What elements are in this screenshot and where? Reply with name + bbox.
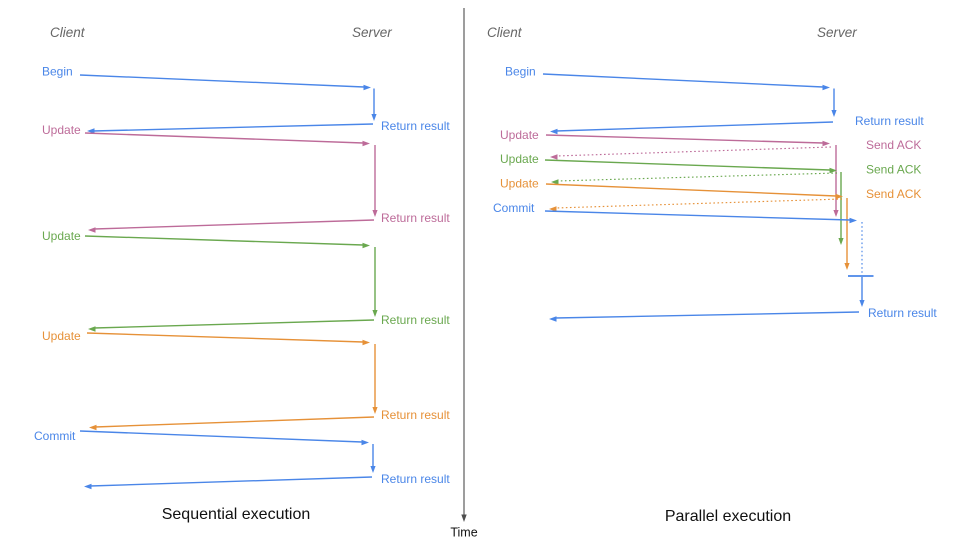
return-line: [554, 311, 860, 319]
left-update1-result-label: Return result: [381, 211, 450, 225]
send-arrowhead: [362, 140, 370, 147]
exec-arrowhead: [859, 300, 865, 307]
return-line: [555, 121, 834, 132]
right-begin-result-label: Return result: [855, 114, 924, 128]
return-arrowhead: [88, 326, 96, 332]
return-line: [93, 219, 375, 230]
right-update3-label: Update: [500, 177, 539, 191]
return-arrowhead: [88, 227, 96, 233]
return-line: [94, 416, 375, 428]
right-commit-result-label: Return result: [868, 306, 937, 320]
return-line: [92, 123, 374, 132]
exec-arrowhead: [831, 110, 837, 117]
send-arrowhead: [835, 193, 843, 200]
right-commit-label: Commit: [493, 201, 535, 215]
return-arrowhead: [84, 483, 92, 490]
exec-arrowhead: [844, 263, 850, 270]
left-message-update3: [86, 332, 378, 431]
left-message-update1: [84, 132, 378, 233]
return-line: [89, 476, 373, 487]
return-arrowhead: [550, 128, 558, 135]
ack-line: [555, 146, 832, 157]
ack-line: [556, 172, 838, 182]
send-arrowhead: [829, 167, 837, 174]
return-arrowhead: [87, 128, 95, 134]
exec-arrowhead: [372, 310, 378, 317]
right-update1-label: Update: [500, 128, 539, 142]
right-update2-label: Update: [500, 152, 539, 166]
right-server-header: Server: [817, 25, 857, 40]
right-update1-ack-label: Send ACK: [866, 138, 921, 152]
send-arrowhead: [849, 217, 857, 224]
ack-arrowhead: [550, 154, 558, 160]
left-update2-result-label: Return result: [381, 313, 450, 327]
exec-arrowhead: [833, 210, 839, 217]
send-line: [79, 74, 365, 88]
return-arrowhead: [549, 316, 557, 322]
right-begin-label: Begin: [505, 65, 536, 79]
send-line: [542, 73, 824, 88]
ack-line: [554, 198, 843, 209]
send-line: [544, 210, 851, 221]
right-message-commit: [544, 210, 874, 322]
right-message-update3: [545, 183, 850, 270]
send-arrowhead: [822, 140, 830, 147]
ack-arrowhead: [549, 206, 557, 212]
right-message-update2: [544, 159, 844, 245]
send-line: [544, 159, 831, 171]
left-commit-label: Commit: [34, 429, 76, 443]
send-arrowhead: [363, 84, 371, 91]
right-client-header: Client: [487, 25, 523, 40]
send-arrowhead: [362, 339, 370, 346]
time-axis-arrowhead: [461, 514, 467, 522]
send-arrowhead: [361, 439, 369, 446]
exec-arrowhead: [371, 114, 377, 121]
left-update1-label: Update: [42, 123, 81, 137]
left-message-begin: [79, 74, 377, 134]
send-line: [84, 132, 364, 144]
left-message-update2: [84, 235, 378, 332]
left-message-commit: [79, 430, 376, 490]
left-begin-result-label: Return result: [381, 119, 450, 133]
right-update3-ack-label: Send ACK: [866, 187, 921, 201]
left-update3-label: Update: [42, 329, 81, 343]
right-message-begin: [542, 73, 837, 135]
left-caption: Sequential execution: [162, 506, 311, 523]
send-line: [84, 235, 364, 246]
return-line: [93, 319, 375, 329]
left-update3-result-label: Return result: [381, 408, 450, 422]
return-arrowhead: [89, 424, 97, 431]
left-update2-label: Update: [42, 229, 81, 243]
exec-arrowhead: [370, 466, 376, 473]
left-server-header: Server: [352, 25, 392, 40]
right-message-update1: [545, 134, 839, 217]
left-commit-result-label: Return result: [381, 472, 450, 486]
send-line: [79, 430, 363, 443]
send-line: [545, 183, 837, 197]
left-begin-label: Begin: [42, 65, 73, 79]
time-axis: [461, 8, 467, 522]
right-update2-ack-label: Send ACK: [866, 163, 921, 177]
send-arrowhead: [362, 242, 370, 249]
exec-arrowhead: [838, 238, 844, 245]
send-line: [545, 134, 824, 144]
ack-arrowhead: [551, 179, 559, 185]
left-client-header: Client: [50, 25, 86, 40]
exec-arrowhead: [372, 210, 378, 217]
time-axis-label: Time: [450, 526, 477, 540]
send-arrowhead: [822, 84, 830, 91]
send-line: [86, 332, 364, 343]
right-caption: Parallel execution: [665, 508, 791, 525]
exec-arrowhead: [372, 407, 378, 414]
